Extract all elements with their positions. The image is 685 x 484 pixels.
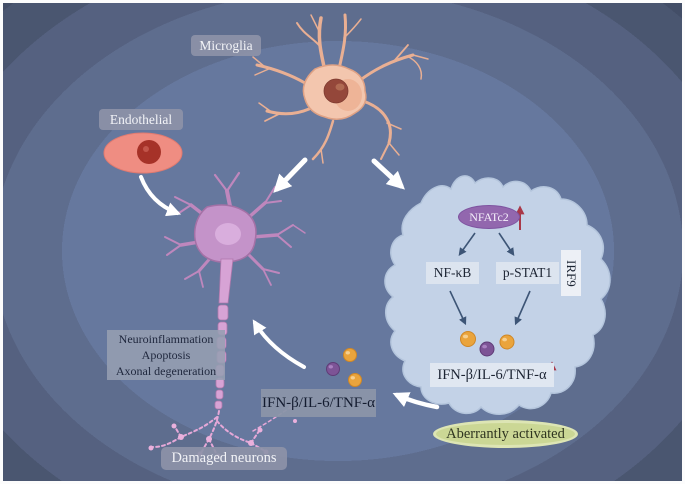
endothelial-label: Endothelial — [99, 109, 183, 130]
arrow-cell-to-cytokine-box — [392, 392, 440, 410]
microglia-label: Microglia — [191, 35, 261, 56]
neuron-effects-box: Neuroinflammation Apoptosis Axonal degen… — [107, 330, 225, 380]
endothelial-cell — [103, 132, 183, 174]
pathway-arrows — [449, 232, 531, 326]
cytokine-dots-inside — [460, 331, 515, 357]
irf9-label: IRF9 — [561, 250, 581, 296]
arrow-microglia-to-activated — [371, 158, 405, 190]
cytokines-inside-box: IFN-β/IL-6/TNF-α — [430, 363, 554, 387]
nfkb-box: NF-κB — [426, 262, 479, 284]
flow-arrows — [139, 157, 440, 410]
effect-neuroinflammation: Neuroinflammation — [118, 332, 214, 346]
cytokines-released-box: IFN-β/IL-6/TNF-α — [261, 389, 376, 417]
pstat1-box: p-STAT1 — [496, 262, 559, 284]
arrow-cytokines-to-neuron — [252, 319, 306, 369]
effect-axonal-degeneration: Axonal degeneration — [115, 364, 217, 378]
aberrantly-activated-label: Aberrantly activated — [433, 420, 578, 448]
arrow-microglia-to-neuron — [273, 157, 308, 193]
microglia-cell — [252, 13, 429, 164]
nfatc2-ellipse: NFATc2 — [458, 205, 520, 229]
damaged-neurons-label: Damaged neurons — [161, 447, 287, 470]
activated-microglia-cell — [384, 175, 611, 415]
effect-apoptosis: Apoptosis — [141, 348, 191, 362]
cytokine-dots-released — [326, 348, 362, 387]
arrow-endothelial-to-neuron — [139, 175, 182, 217]
diagram-artwork — [103, 13, 611, 459]
